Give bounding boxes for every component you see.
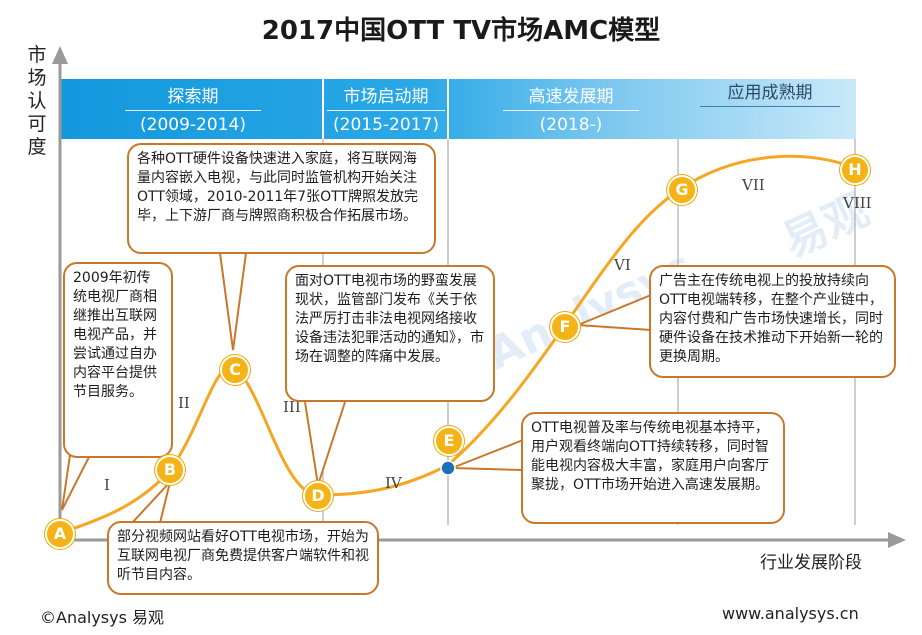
- phase-band-bg: [60, 79, 856, 139]
- point-a: A: [45, 519, 75, 549]
- point-g: G: [667, 175, 697, 205]
- stage-label: VII: [742, 176, 765, 194]
- stage-label: II: [178, 394, 190, 412]
- x-axis-arrow: [888, 532, 906, 548]
- phase-1-period: (2009-2014): [140, 115, 246, 135]
- phase-3-name: 高速发展期: [503, 86, 639, 111]
- pointer-a: [61, 454, 91, 511]
- phase-4-name: 应用成熟期: [700, 82, 840, 107]
- callout-b: 部分视频网站看好OTT电视市场，开始为互联网电视厂商免费提供客户端软件和视听节目…: [107, 521, 379, 595]
- stage-label: VI: [614, 256, 631, 274]
- callout-d: 面对OTT电视市场的野蛮发展现状，监管部门发布《关于依法严厉打击非法电视网络接收…: [285, 265, 495, 402]
- stage-label: I: [104, 476, 110, 494]
- stage-label: III: [283, 398, 301, 416]
- inflection-point: [440, 460, 456, 476]
- pointer-f: [577, 294, 652, 331]
- callout-c: 各种OTT硬件设备快速进入家庭，将互联网海量内容嵌入电视，与此同时监管机构开始关…: [127, 143, 436, 254]
- pointer-c: [219, 252, 247, 351]
- stage-label: VIII: [843, 194, 872, 212]
- callout-a: 2009年初传统电视厂商相继推出互联网电视产品，并尝试通过自办内容平台提供节目服…: [63, 262, 173, 458]
- footer-url[interactable]: www.analysys.cn: [722, 604, 859, 623]
- phase-1-name: 探索期: [125, 86, 261, 111]
- point-c: C: [220, 355, 250, 385]
- x-axis-label: 行业发展阶段: [760, 553, 862, 573]
- phase-4: 应用成熟期: [700, 82, 840, 110]
- point-b: B: [155, 455, 185, 485]
- point-h: H: [840, 155, 870, 185]
- phase-2: 市场启动期 (2015-2017): [327, 86, 445, 136]
- stage-label: IV: [385, 474, 402, 492]
- phase-2-name: 市场启动期: [327, 86, 445, 111]
- point-f: F: [550, 312, 580, 342]
- point-e: E: [434, 426, 464, 456]
- footer-copyright: ©Analysys 易观: [40, 608, 165, 627]
- callout-e: OTT电视普及率与传统电视基本持平，用户观看终端向OTT持续转移，同时智能电视内…: [521, 412, 785, 524]
- y-axis-arrow: [52, 46, 68, 64]
- page-title: 2017中国OTT TV市场AMC模型: [261, 16, 661, 46]
- phase-1: 探索期 (2009-2014): [125, 86, 261, 136]
- phase-3-period: (2018-): [539, 115, 603, 135]
- phase-2-period: (2015-2017): [333, 115, 439, 135]
- y-axis-label: 市场认可度: [27, 44, 47, 158]
- phase-3: 高速发展期 (2018-): [503, 86, 639, 136]
- callout-f: 广告主在传统电视上的投放持续向OTT电视端转移，在整个产业链中，内容付费和广告市…: [649, 265, 896, 378]
- point-d: D: [303, 481, 333, 511]
- pointer-d: [304, 401, 346, 486]
